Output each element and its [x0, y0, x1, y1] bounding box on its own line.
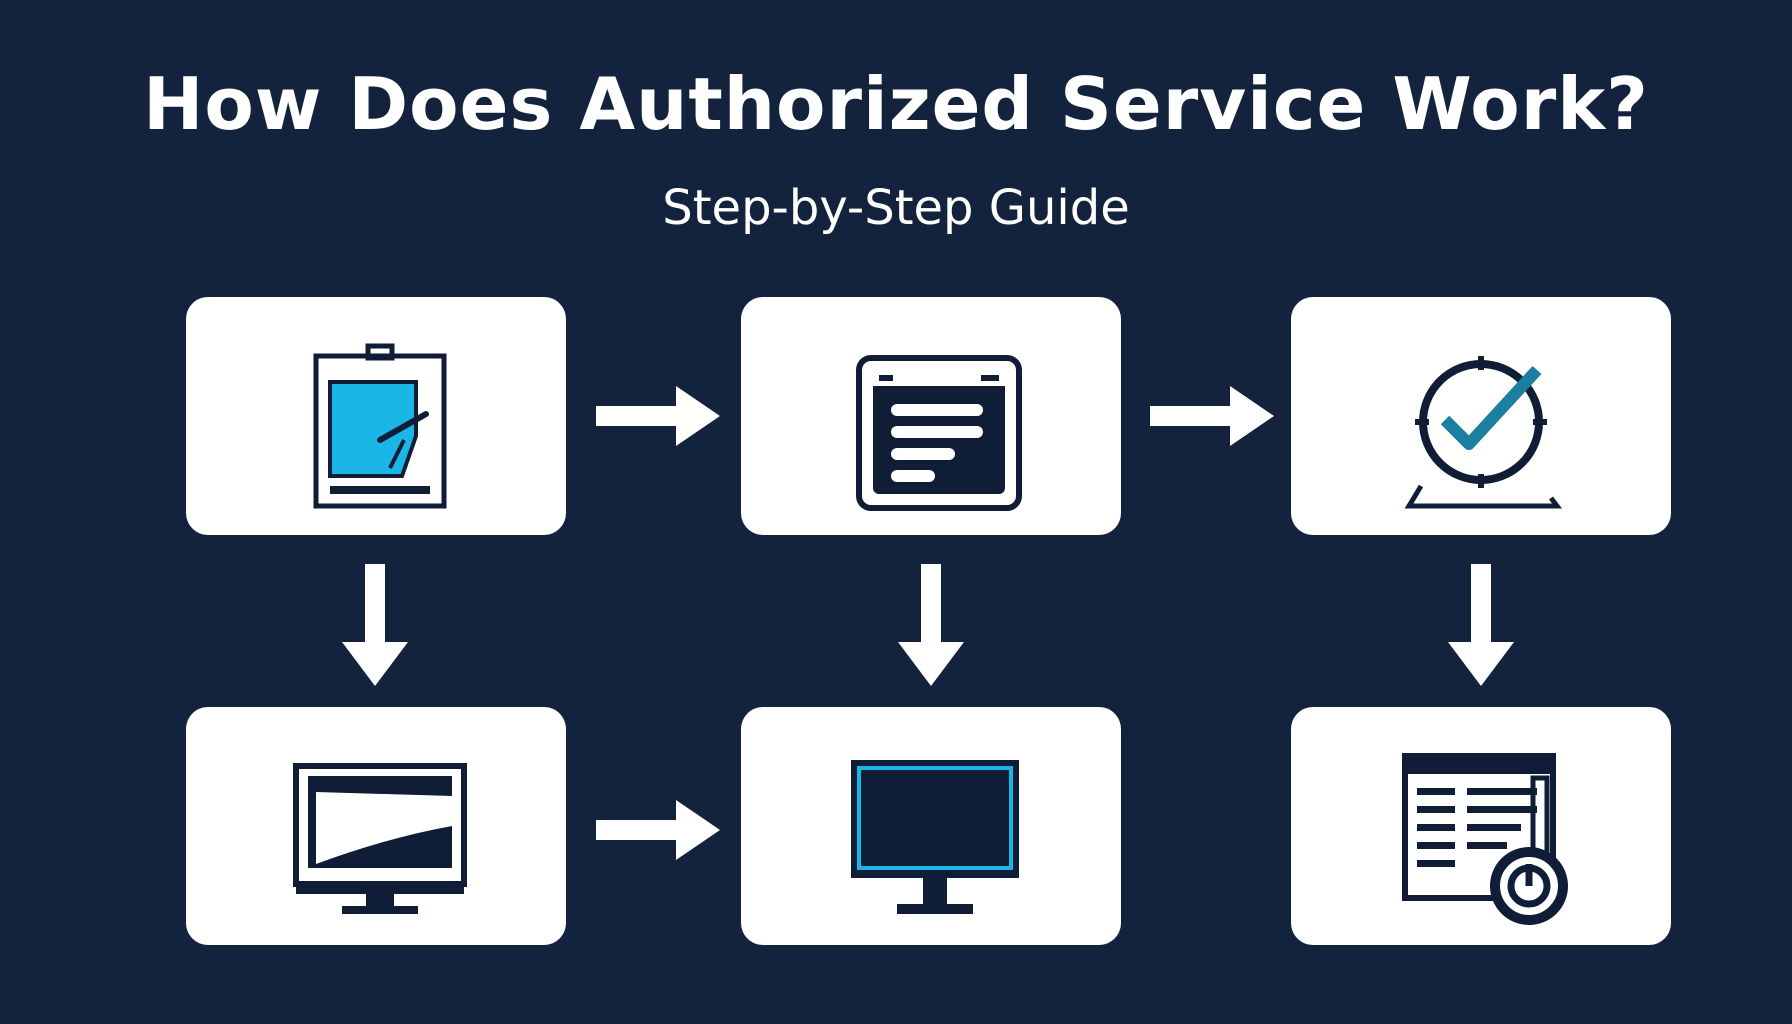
step-card-3	[1291, 297, 1671, 535]
page-subtitle: Step-by-Step Guide	[662, 180, 1130, 236]
step-card-4	[186, 707, 566, 945]
arrow-down-icon	[1448, 564, 1514, 686]
step-card-1	[186, 297, 566, 535]
monitor-icon	[851, 760, 1019, 914]
arrow-right-icon	[596, 800, 720, 860]
page-title: How Does Authorized Service Work?	[143, 62, 1649, 146]
step-card-6	[1291, 707, 1671, 945]
step-card-5	[741, 707, 1121, 945]
arrow-down-icon	[898, 564, 964, 686]
step-card-2	[741, 297, 1121, 535]
clipboard-icon	[313, 343, 447, 509]
form-window-icon	[856, 355, 1022, 511]
arrow-right-icon	[596, 386, 720, 446]
clock-check-icon	[1404, 356, 1562, 509]
report-timer-icon	[1402, 753, 1568, 925]
monitor-chart-icon	[293, 763, 467, 914]
arrow-down-icon	[342, 564, 408, 686]
arrow-right-icon	[1150, 386, 1274, 446]
